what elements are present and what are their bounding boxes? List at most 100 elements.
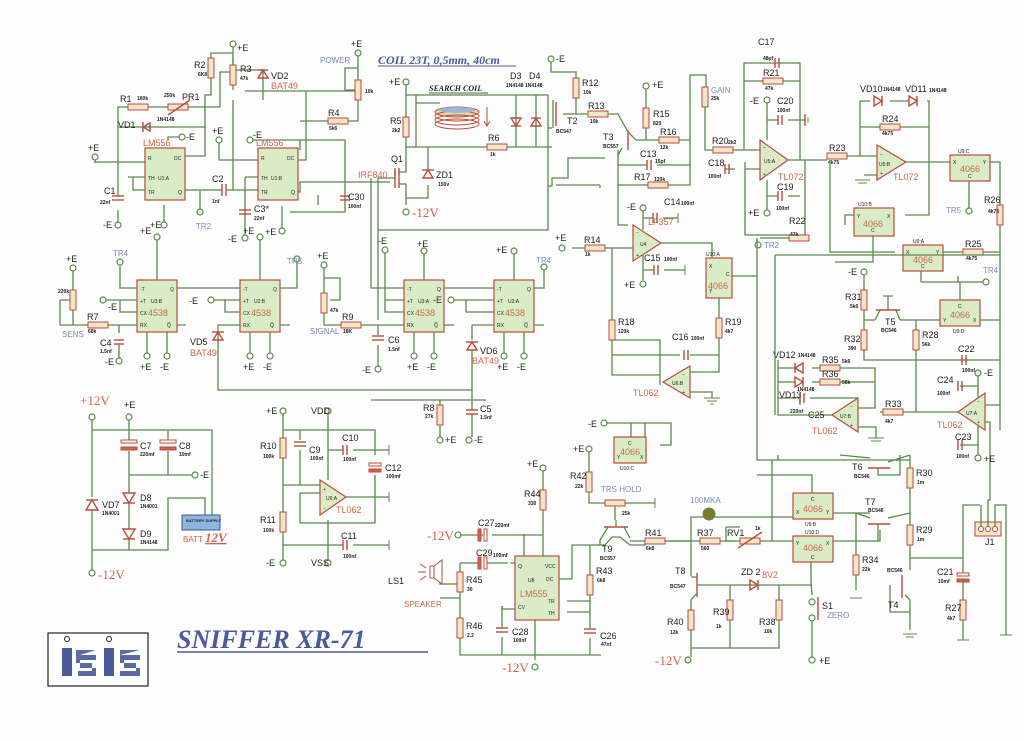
- pin-label: U4: [640, 242, 647, 248]
- component-ref: C12: [385, 463, 402, 473]
- component-ref: R18: [618, 317, 635, 327]
- trimmer-rv1[interactable]: [739, 537, 761, 545]
- component-ref: -E: [103, 220, 112, 230]
- component-ref: -E: [556, 54, 565, 64]
- component-ref: R3: [240, 64, 252, 74]
- potentiometer-trs-hold[interactable]: [604, 499, 626, 507]
- component-value: 1N4148: [797, 387, 815, 393]
- pin-label: X: [973, 318, 977, 324]
- component-value: 4k7: [725, 329, 734, 335]
- pin-label: VCC: [545, 564, 556, 570]
- component-ref: +E: [417, 239, 428, 249]
- component-ref: +E: [389, 77, 400, 87]
- component-symbol: [794, 375, 805, 389]
- pin-label: TH: [148, 176, 155, 182]
- terminal: [381, 246, 389, 254]
- potentiometer-sens[interactable]: [69, 289, 77, 311]
- component-ref: +E: [407, 362, 418, 372]
- part-number: TL062: [633, 388, 659, 398]
- component-ref: +E: [445, 435, 456, 445]
- pin-label: C: [811, 555, 815, 561]
- terminal: [808, 656, 816, 664]
- ic-u9a: [902, 244, 944, 272]
- component-symbol: [908, 94, 919, 108]
- component-value: 390: [848, 346, 857, 352]
- component-ref: R11: [260, 515, 276, 525]
- component-value: 1k: [585, 252, 591, 258]
- component-ref: VD7: [102, 500, 120, 510]
- component-ref: T2: [567, 116, 578, 126]
- potentiometer-pr1[interactable]: [167, 103, 189, 111]
- component-ref: -E: [160, 362, 169, 372]
- component-ref: R26: [984, 195, 1001, 205]
- schematic-shape: [106, 636, 112, 642]
- component-ref: -E: [362, 365, 371, 375]
- component-ref: R40: [667, 617, 684, 627]
- component-ref: +E: [748, 208, 759, 218]
- ic-u2b: [239, 279, 281, 333]
- component-ref: -E: [263, 362, 272, 372]
- pin-label: Y: [796, 541, 800, 547]
- component-value: 56k: [842, 380, 851, 386]
- component-ref: R35: [822, 355, 839, 365]
- component-ref: R34: [862, 555, 879, 565]
- terminal: [436, 436, 444, 444]
- component-ref: -E: [517, 362, 526, 372]
- component-ref: +E: [317, 251, 328, 261]
- terminal: [763, 96, 771, 104]
- pin-label: U2:B: [254, 299, 266, 305]
- component-value: 1m: [917, 480, 925, 486]
- net-label-tr5: TR5: [946, 206, 962, 215]
- pin-label: Q: [518, 564, 522, 570]
- resistor-r33: [882, 408, 904, 416]
- component-ref: R25: [965, 239, 982, 249]
- component-value: 220mf: [495, 523, 510, 529]
- component-ref: +E: [652, 80, 663, 90]
- component-ref: +E: [555, 233, 566, 243]
- component-value: 4k75: [988, 209, 999, 215]
- potentiometer-gain[interactable]: [701, 86, 709, 108]
- wire: [430, 471, 605, 660]
- component-ref: +E: [266, 406, 277, 416]
- pin-label: X: [887, 214, 891, 220]
- component-ref: +E: [573, 444, 584, 454]
- potentiometer-signal[interactable]: [320, 292, 328, 314]
- component-value: 30: [467, 587, 473, 593]
- component-ref: R22: [789, 216, 806, 226]
- component-symbol: [84, 498, 100, 511]
- opamp-u5b: [876, 143, 908, 182]
- wire: [690, 355, 720, 398]
- terminal: [684, 656, 692, 664]
- terminal: [69, 264, 77, 272]
- component-ref: J1: [985, 537, 995, 547]
- component-value: 10k: [365, 89, 374, 95]
- component-value: 4k75: [828, 160, 839, 166]
- potentiometer-power[interactable]: [354, 79, 362, 101]
- resistor-r20: [712, 146, 734, 154]
- pin-label: U6:B: [672, 381, 684, 387]
- terminal: [191, 471, 199, 479]
- terminal: [88, 569, 96, 577]
- schematic-shape: [956, 578, 970, 583]
- net-label-sens: SENS: [62, 330, 84, 339]
- wire: [839, 454, 911, 476]
- mosfet-q1: [394, 160, 407, 188]
- component-symbol: [873, 94, 884, 108]
- component-ref: C22: [958, 344, 975, 354]
- ic-u10d: [792, 535, 834, 563]
- pin-label: C: [726, 272, 730, 278]
- component-ref: -E: [189, 296, 198, 306]
- pin-label: +: [636, 253, 639, 259]
- resistor-r22: [788, 234, 810, 242]
- component-ref: T6: [852, 462, 863, 472]
- pin-label: R: [261, 156, 265, 162]
- component-value: 5k6: [842, 359, 851, 365]
- component-value: 10k: [590, 119, 599, 125]
- component-value: 27k: [425, 414, 434, 420]
- schematic-shape: [483, 556, 488, 570]
- diode-vd1: [141, 121, 151, 133]
- ic-u2a: [493, 279, 535, 333]
